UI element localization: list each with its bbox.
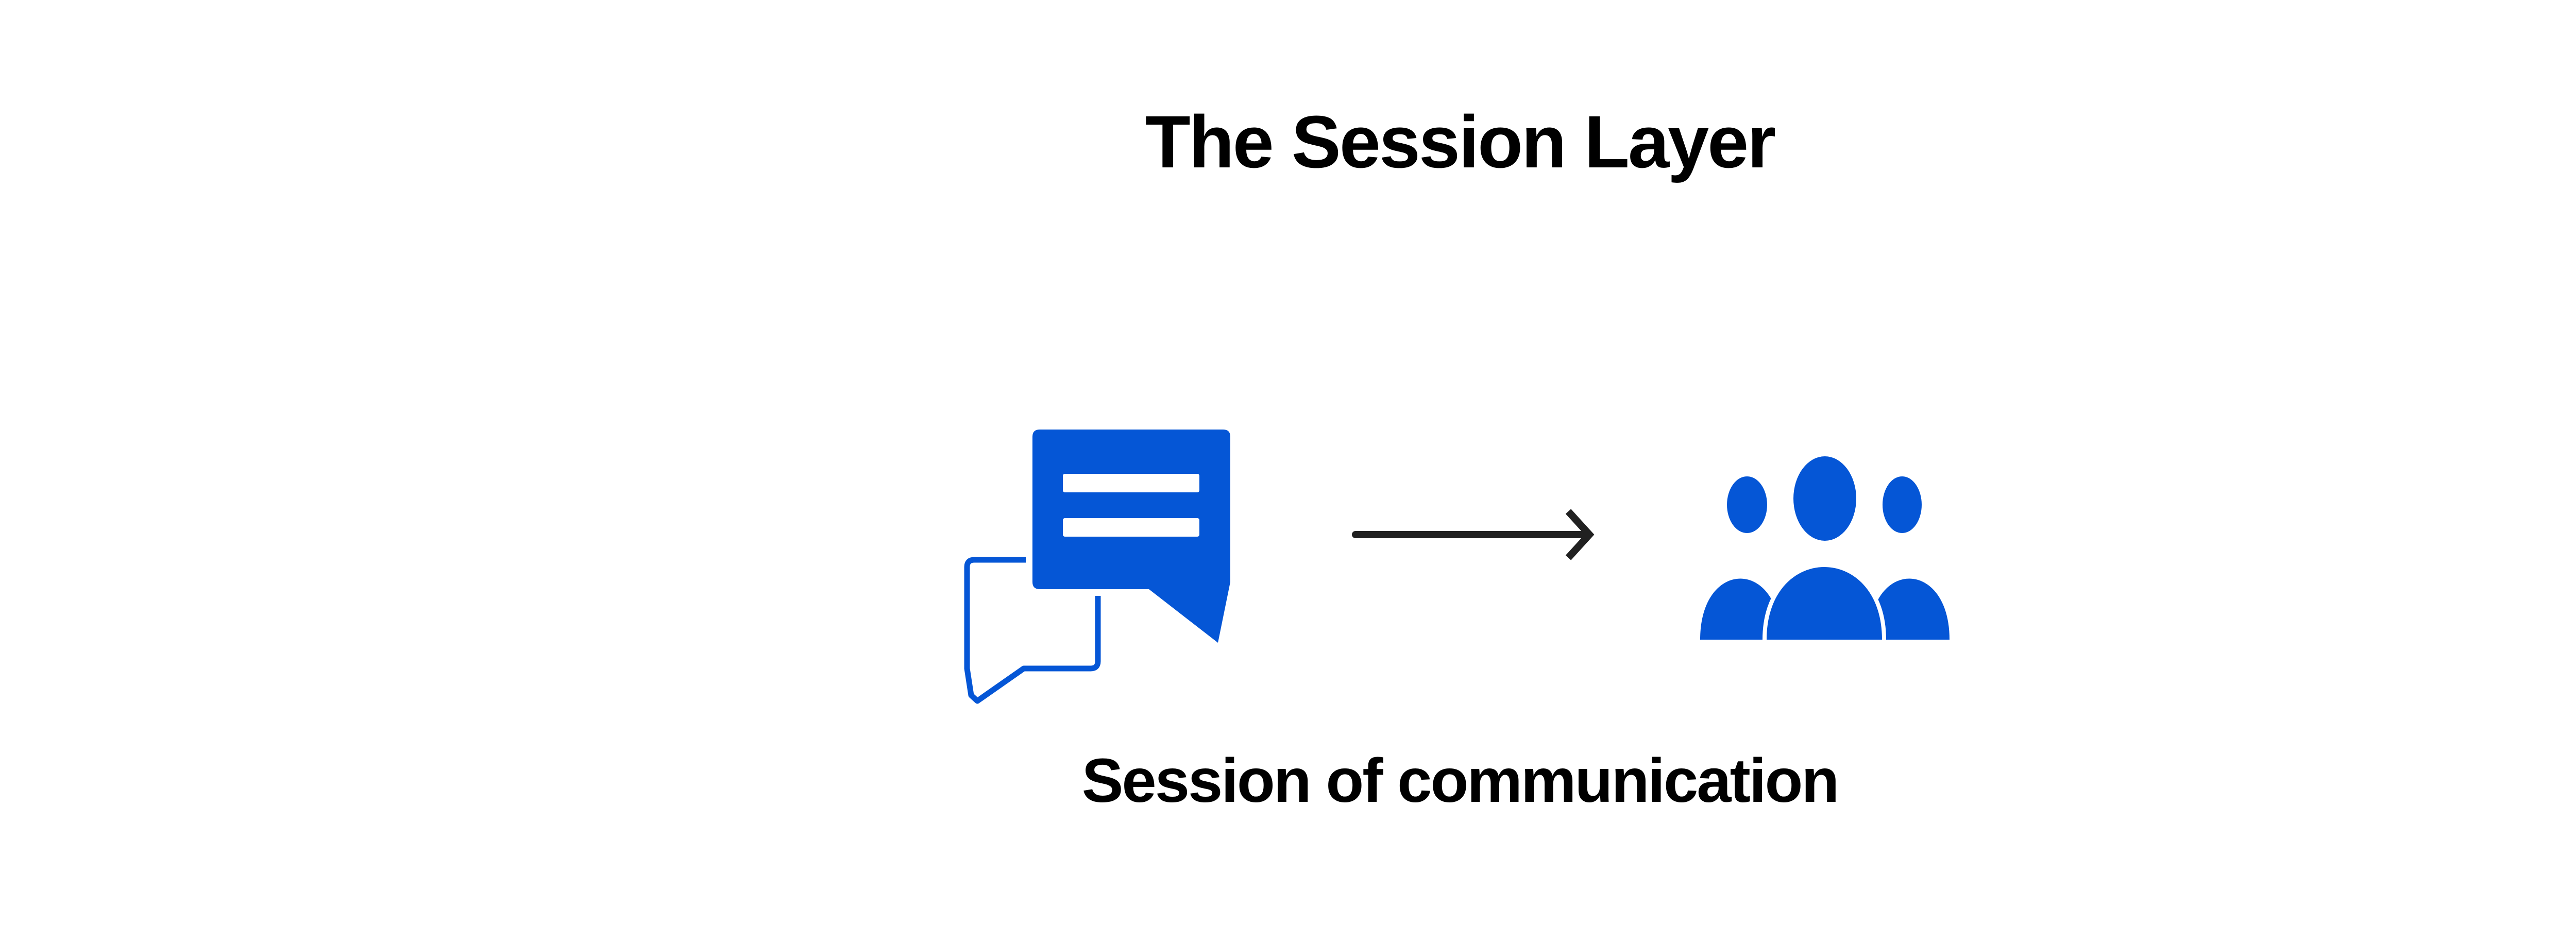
- people-right-body: [1869, 578, 1950, 640]
- people-right-head: [1883, 476, 1922, 533]
- people-center-head: [1793, 456, 1856, 541]
- people-left-body: [1700, 578, 1781, 640]
- people-center-body: [1767, 567, 1882, 640]
- page-title: The Session Layer: [1145, 100, 1776, 183]
- people-group-icon: [1700, 453, 1950, 644]
- chat-messages-icon: [964, 423, 1237, 704]
- arrow-head: [1565, 509, 1595, 560]
- people-left-head: [1727, 476, 1767, 533]
- diagram-caption: Session of communication: [1081, 745, 1840, 815]
- chat-text-line-1: [1063, 474, 1199, 492]
- chat-text-line-2: [1063, 518, 1199, 537]
- right-arrow-icon: [1352, 509, 1595, 560]
